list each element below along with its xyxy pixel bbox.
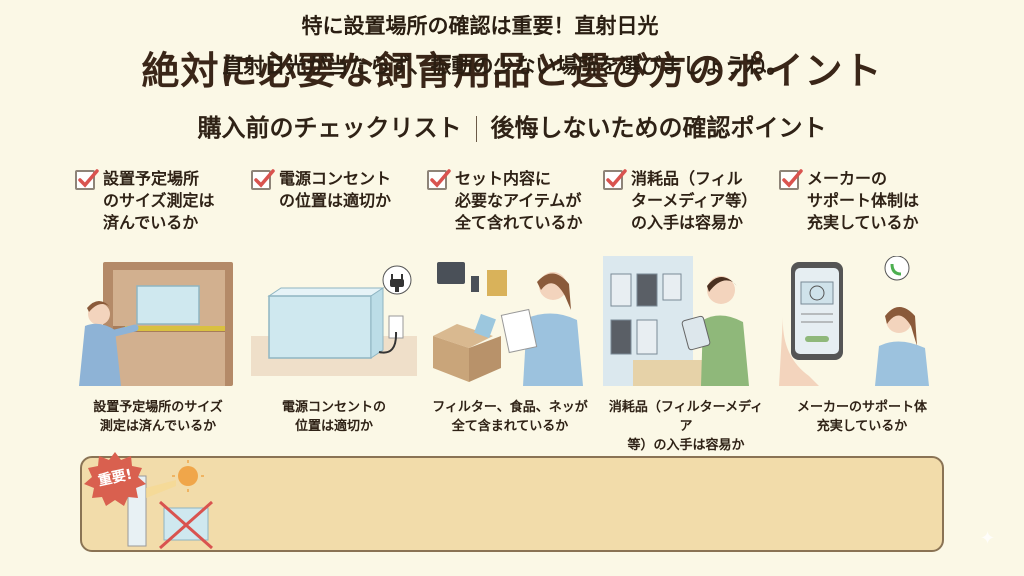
page-title: 絶対に必要な飼育用品と選び方のポイント bbox=[141, 49, 883, 93]
checklist-item-support: メーカーの サポート体制は 充実しているか bbox=[779, 168, 955, 448]
checklist-caption: メーカーのサポート体 充実しているか bbox=[796, 400, 927, 434]
man-store-shelf-illustration-icon bbox=[603, 256, 749, 386]
checklist-caption: 設置予定場所のサイズ 測定は済んでいるか bbox=[93, 400, 223, 434]
woman-measuring-illustration-icon bbox=[79, 262, 233, 386]
checklist-text: メーカーの サポート体制は 充実しているか bbox=[807, 169, 920, 232]
checklist-item-outlet: 電源コンセント の位置は適切か 電源コンセントの 位置は適切か bbox=[251, 168, 427, 448]
checklist-columns: 設置予定場所 のサイズ測定は 済んでいるか 設置予定場所のサイズ 測定は済んでい… bbox=[75, 168, 955, 453]
woman-checklist-box-illustration-icon bbox=[433, 262, 583, 386]
checkbox-checked-icon bbox=[603, 169, 627, 190]
page-subtitle: 購入前のチェックリスト後悔しないための確認ポイント bbox=[0, 108, 1024, 143]
subtitle-left: 購入前のチェックリスト bbox=[197, 114, 462, 142]
checkbox-checked-icon bbox=[427, 169, 451, 190]
checklist-text: 消耗品（フィル ターメディア等） の入手は容易か bbox=[631, 169, 758, 232]
subtitle-right: 後悔しないための確認ポイント bbox=[490, 114, 827, 142]
sparkle-icon: ✦ bbox=[980, 528, 996, 549]
checklist-text: セット内容に 必要なアイテムが 全て含れているか bbox=[455, 169, 583, 232]
important-badge-icon bbox=[84, 452, 146, 506]
checklist-item-consumables: 消耗品（フィル ターメディア等） の入手は容易か 消耗品（フィルターメデ bbox=[603, 168, 779, 453]
checkbox-checked-icon bbox=[75, 169, 99, 190]
checklist-caption: 消耗品（フィルターメディア 等）の入手は容易か bbox=[608, 400, 764, 453]
checklist-text: 設置予定場所 のサイズ測定は 済んでいるか bbox=[103, 169, 215, 232]
checkbox-checked-icon bbox=[251, 169, 275, 190]
checkbox-checked-icon bbox=[779, 169, 803, 190]
checklist-item-set-contents: セット内容に 必要なアイテムが 全て含れているか フィルター、食品、ネッ bbox=[427, 168, 603, 448]
important-notice-box bbox=[80, 456, 944, 552]
notice-line-1: 特に設置場所の確認は重要！直射日光 bbox=[301, 14, 659, 38]
subtitle-divider bbox=[475, 116, 477, 142]
notice-line-2: 直射日光が当たらず、振動の少ない場所を選びましょうね。 bbox=[222, 54, 788, 78]
checklist-caption: フィルター、食品、ネッが 全て含まれているか bbox=[432, 400, 588, 434]
checklist-text: 電源コンセント の位置は適切か bbox=[279, 169, 392, 210]
tank-outlet-illustration-icon bbox=[251, 265, 417, 376]
checklist-item-size: 設置予定場所 のサイズ測定は 済んでいるか 設置予定場所のサイズ 測定は済んでい… bbox=[75, 168, 251, 448]
checklist-caption: 電源コンセントの 位置は適切か bbox=[281, 400, 386, 434]
smartphone-support-illustration-icon bbox=[779, 256, 929, 386]
